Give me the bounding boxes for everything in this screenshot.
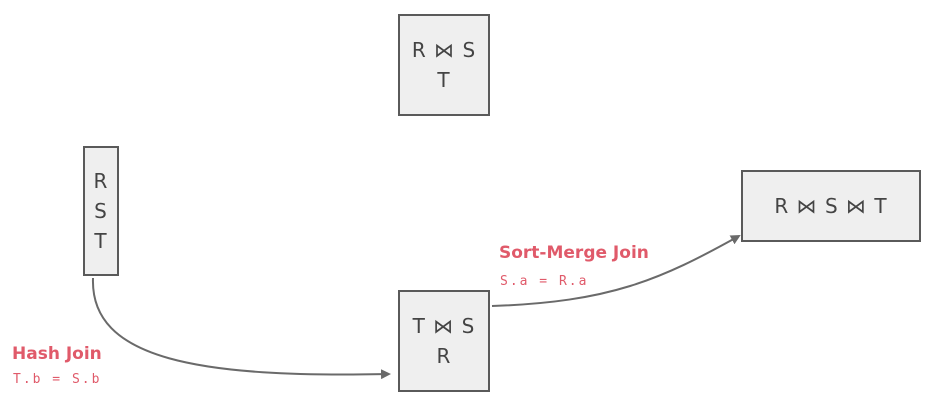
node-line: R [93,169,109,193]
node-r-join-s-join-t: R ⋈ S ⋈ T [741,170,921,242]
hash-join-arrow [91,277,391,380]
node-line: T [94,229,108,253]
node-line: R [436,344,452,368]
node-line: T [437,68,451,92]
node-line: T ⋈ S [412,314,476,338]
node-t-join-s-r: T ⋈ S R [398,290,490,392]
sort-merge-join-arrow [491,235,741,307]
node-line: R ⋈ S [411,38,477,62]
hash-join-label: Hash Join [12,344,102,364]
node-r-s-t: R S T [83,146,119,276]
hash-join-condition: T.b = S.b [13,372,102,387]
node-line: R ⋈ S ⋈ T [774,194,888,218]
node-r-join-s-t: R ⋈ S T [398,14,490,116]
node-line: S [94,199,108,223]
sort-merge-join-label: Sort-Merge Join [499,243,649,263]
sort-merge-join-condition: S.a = R.a [500,274,589,289]
